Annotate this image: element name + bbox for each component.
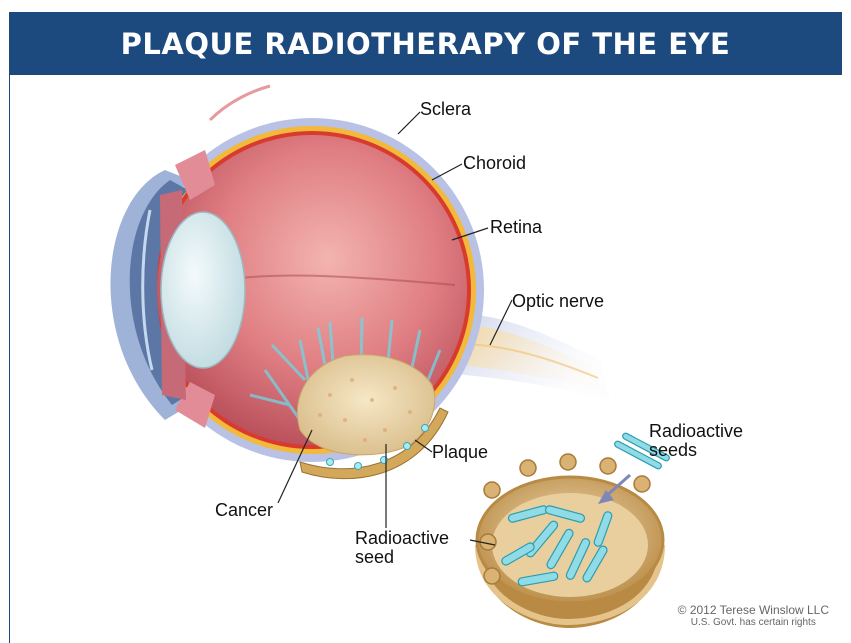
label-radioactive-seed-2: seed bbox=[355, 548, 394, 567]
label-radioactive-seed-1: Radioactive bbox=[355, 529, 449, 548]
label-sclera: Sclera bbox=[420, 100, 471, 119]
copyright-credit: © 2012 Terese Winslow LLC U.S. Govt. has… bbox=[678, 603, 829, 628]
label-plaque: Plaque bbox=[432, 443, 488, 462]
label-radioactive-seeds-1: Radioactive bbox=[649, 422, 743, 441]
label-radioactive-seeds-2: seeds bbox=[649, 441, 697, 460]
label-optic-nerve: Optic nerve bbox=[512, 292, 604, 311]
credit-line-1: © 2012 Terese Winslow LLC bbox=[678, 603, 829, 617]
cancer-tumor bbox=[297, 355, 434, 455]
credit-line-2: U.S. Govt. has certain rights bbox=[678, 617, 829, 628]
lens bbox=[161, 212, 245, 368]
plaque-closeup bbox=[477, 432, 670, 628]
label-retina: Retina bbox=[490, 218, 542, 237]
label-cancer: Cancer bbox=[215, 501, 273, 520]
label-choroid: Choroid bbox=[463, 154, 526, 173]
